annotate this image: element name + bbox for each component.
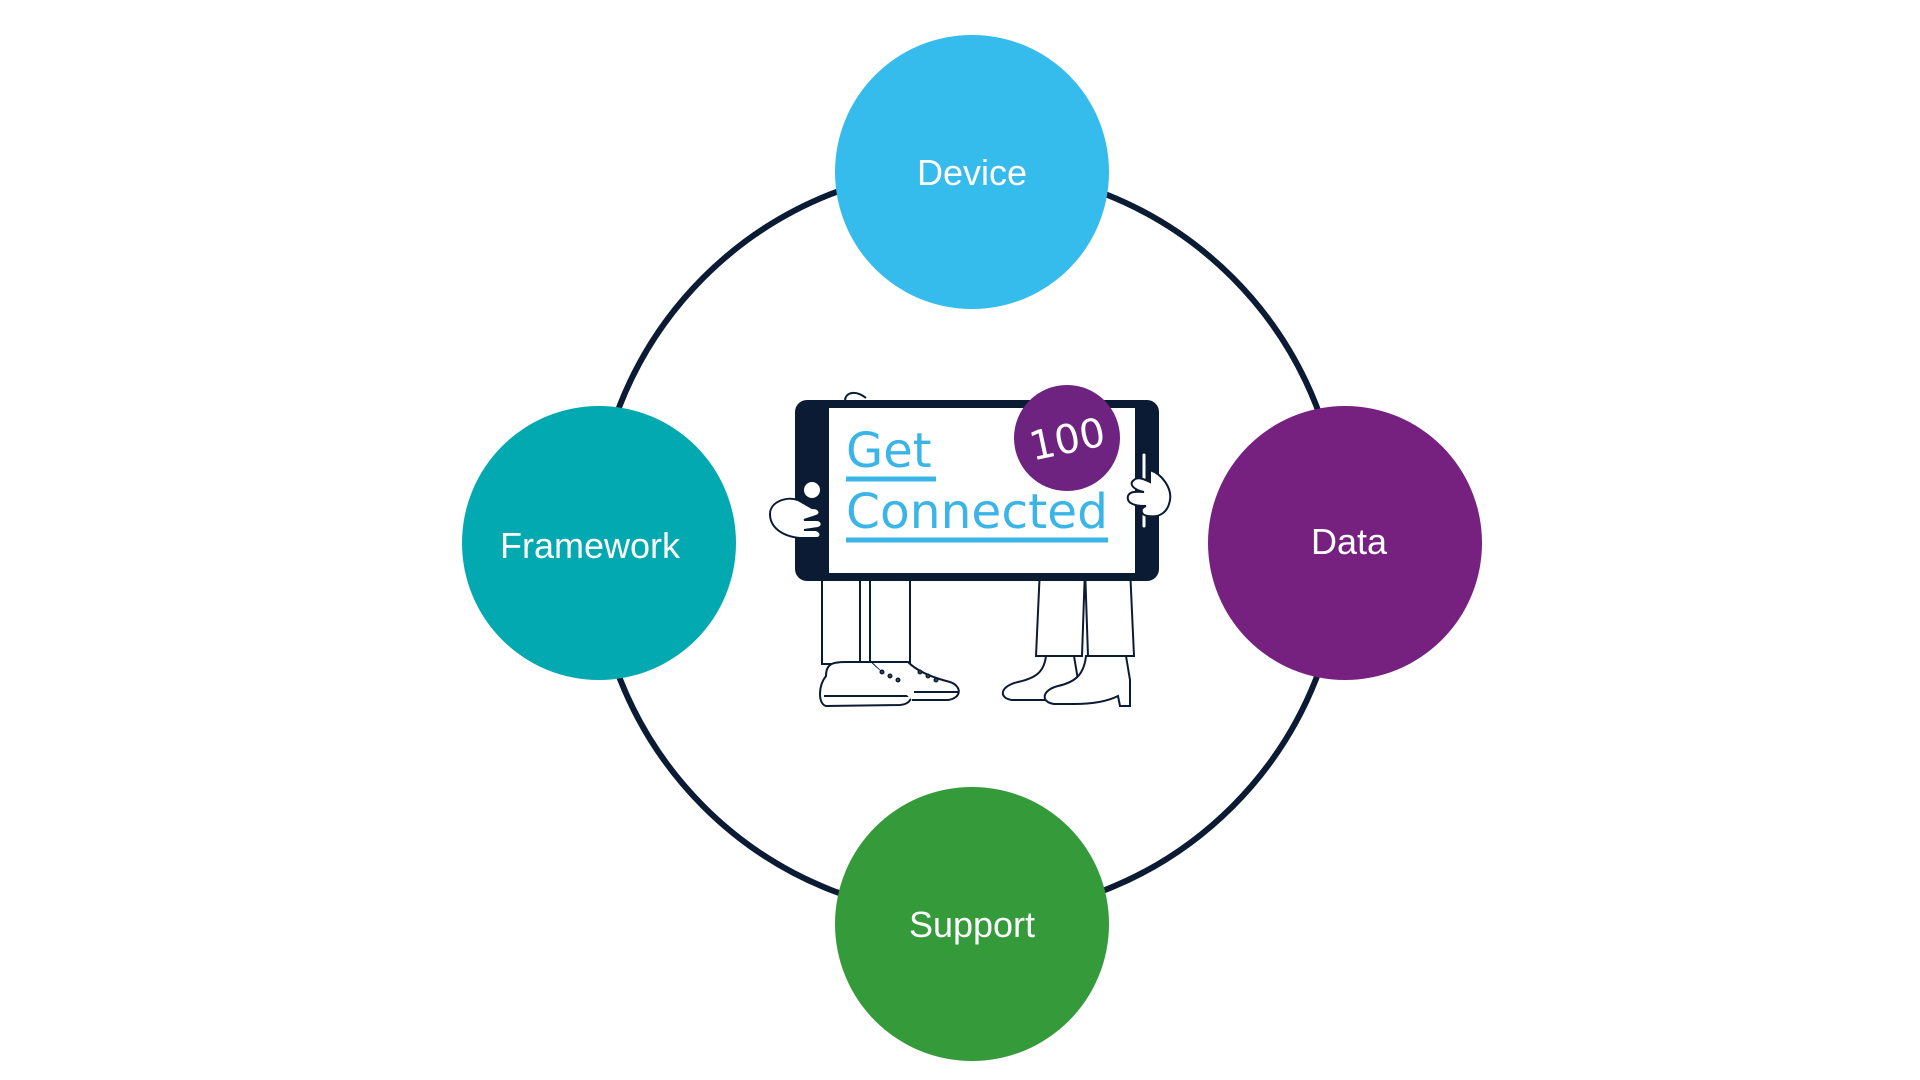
node-framework: Framework [462,406,736,680]
device-label: Device [917,152,1027,193]
support-circle [835,787,1109,1061]
framework-circle [462,406,736,680]
device-circle [835,35,1109,309]
person-left-legs [819,569,960,708]
node-device: Device [835,35,1109,309]
left-hand [768,497,823,539]
support-label: Support [909,904,1035,945]
data-circle [1208,406,1482,680]
get-connected-illustration: Get Connected 100 [768,385,1172,708]
node-support: Support [835,787,1109,1061]
node-data: Data [1208,406,1482,680]
logo-line-connected: Connected [846,484,1108,540]
badge-100 [1014,385,1120,491]
data-label: Data [1311,521,1388,562]
person-right-legs [1002,567,1136,707]
tablet-home-button [804,482,820,498]
right-hand [1126,468,1172,518]
logo-line-get: Get [846,423,932,479]
framework-label: Framework [500,525,681,566]
